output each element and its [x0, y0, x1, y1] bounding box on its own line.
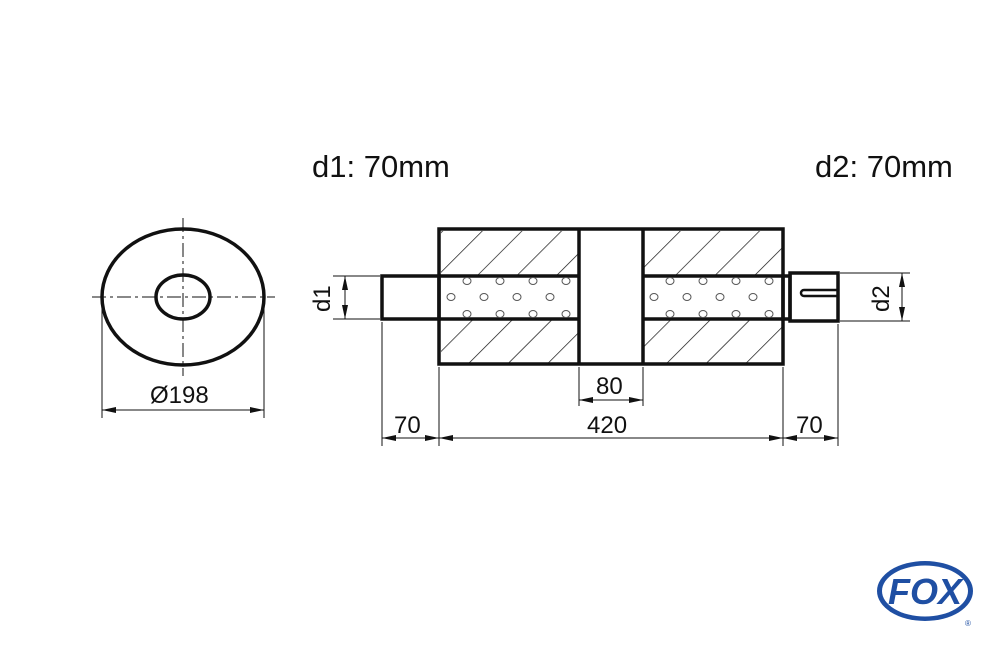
logo-text: FOX: [888, 571, 964, 612]
perforation-hole: [462, 277, 472, 285]
perforation-hole: [698, 277, 708, 285]
perforation-hole: [665, 310, 675, 318]
perforation-hole: [682, 293, 692, 301]
perforation-hole: [561, 277, 571, 285]
perforation-hole: [495, 310, 505, 318]
perforation-hole: [462, 310, 472, 318]
perforation-hole: [665, 277, 675, 285]
perforation-hole: [512, 293, 522, 301]
side-view: [333, 227, 910, 446]
outlet-length-label: 70: [796, 412, 823, 439]
d1-title: d1: 70mm: [312, 149, 450, 184]
perforation-hole: [731, 277, 741, 285]
perforation-hole: [479, 293, 489, 301]
d2-label: d2: [868, 285, 895, 312]
perforation-hole: [649, 293, 659, 301]
perforation-hole: [446, 293, 456, 301]
perforation-hole: [764, 277, 774, 285]
end-view: [92, 218, 275, 418]
registered-mark: ®: [965, 619, 971, 628]
perforation-hole: [528, 310, 538, 318]
perforation-hole: [748, 293, 758, 301]
perforation-hole: [698, 310, 708, 318]
diameter-label: Ø198: [150, 382, 209, 409]
d2-title: d2: 70mm: [815, 149, 953, 184]
inlet-length-label: 70: [394, 412, 421, 439]
perforation-hole: [545, 293, 555, 301]
perforation-hole: [715, 293, 725, 301]
perforation-hole: [764, 310, 774, 318]
body-length-label: 420: [587, 412, 627, 439]
d1-label: d1: [309, 285, 336, 312]
perforation-hole: [495, 277, 505, 285]
perforation-hole: [528, 277, 538, 285]
fox-logo: FOX ®: [877, 561, 973, 628]
chamber-gap-label: 80: [596, 373, 623, 400]
perforation-hole: [731, 310, 741, 318]
perforation-hole: [561, 310, 571, 318]
